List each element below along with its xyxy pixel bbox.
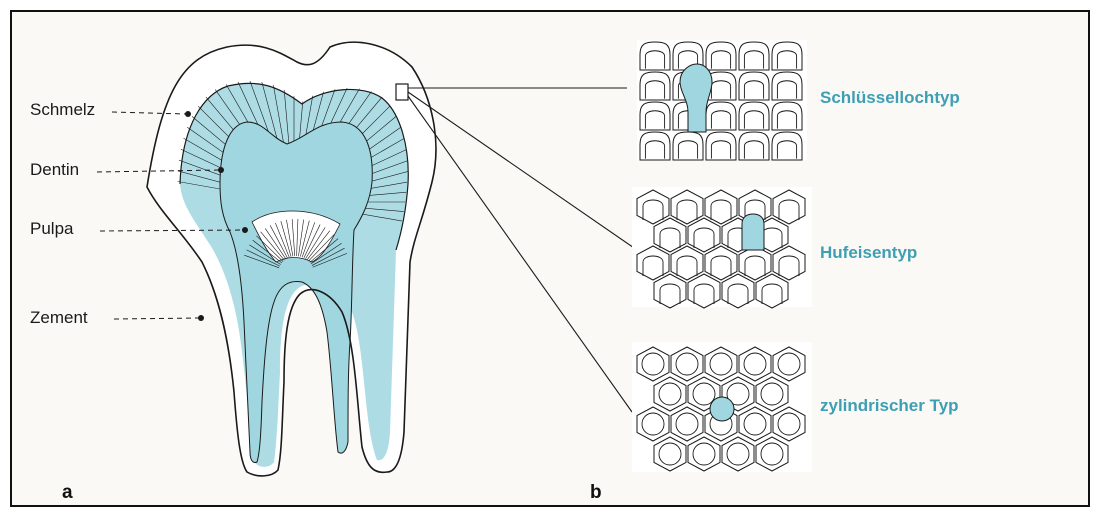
label-horseshoe-type: Hufeisentyp [820,243,917,263]
prism-cell [640,72,670,100]
cylindrical-highlight [710,397,734,421]
label-zement: Zement [30,308,88,328]
prism-cell [772,102,802,130]
prism-cell [706,42,736,70]
horseshoe-pattern [632,187,812,308]
panel-label-a: a [62,482,73,504]
label-schmelz: Schmelz [30,100,95,120]
panel-label-b: b [590,482,602,504]
prism-cell [706,132,736,160]
prism-cell [673,132,703,160]
leader-dot [242,227,248,233]
prism-cell [739,102,769,130]
prism-cell [640,132,670,160]
leader-dot [198,315,204,321]
leader-dot [218,167,224,173]
cylindrical-pattern [632,342,812,472]
figure-frame: Schmelz Dentin Pulpa Zement Schlüsselloc… [10,10,1090,507]
label-cylindrical-type: zylindrischer Typ [820,396,959,416]
horseshoe-highlight [742,214,764,250]
prism-cell [640,102,670,130]
prism-cell [772,72,802,100]
leader-line [114,318,200,319]
connector-line [408,96,632,412]
label-pulpa: Pulpa [30,219,73,239]
label-dentin: Dentin [30,160,79,180]
prism-cell [739,132,769,160]
prism-cell [772,132,802,160]
prism-cell [640,42,670,70]
connector-line [408,92,637,250]
prism-cell [772,42,802,70]
label-keyhole-type: Schlüssellochtyp [820,88,960,108]
tooth-diagram [12,12,1090,507]
prism-cell [739,42,769,70]
keyhole-pattern [637,40,807,160]
prism-cell [739,72,769,100]
leader-dot [185,111,191,117]
prism-cell [706,102,736,130]
